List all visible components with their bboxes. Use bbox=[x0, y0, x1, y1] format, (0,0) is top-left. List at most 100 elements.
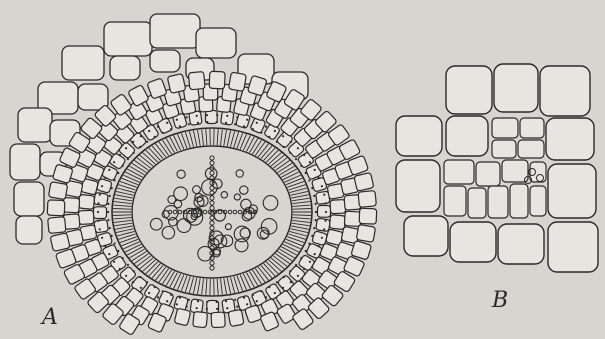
pericycle-dot bbox=[108, 253, 110, 255]
axial-cell bbox=[210, 221, 214, 225]
epidermis-cell bbox=[196, 28, 236, 58]
pericycle-dot bbox=[140, 135, 142, 137]
striation-line bbox=[125, 244, 141, 252]
striation-line bbox=[198, 278, 201, 294]
parenchyma-cell bbox=[548, 222, 598, 272]
xylem-vessel bbox=[177, 170, 185, 178]
cortex-cell bbox=[354, 173, 374, 192]
axial-cell bbox=[210, 156, 214, 160]
striation-line bbox=[293, 205, 311, 206]
pericycle-dot bbox=[97, 220, 99, 222]
pericycle-dot bbox=[113, 261, 115, 263]
striation-line bbox=[250, 138, 258, 152]
panel-b-cell-detail: B bbox=[396, 64, 598, 313]
pericycle-dot bbox=[97, 211, 99, 213]
pericycle-dot bbox=[104, 245, 106, 247]
pericycle-dot bbox=[170, 294, 172, 296]
pericycle-dot bbox=[146, 141, 148, 143]
pericycle-dot bbox=[321, 237, 323, 239]
pericycle-dot bbox=[295, 264, 297, 266]
pericycle-dot bbox=[234, 123, 236, 125]
pericycle-dot bbox=[324, 202, 326, 204]
small-cell bbox=[510, 184, 528, 218]
pericycle-dot bbox=[197, 122, 199, 124]
pericycle-dot bbox=[206, 114, 208, 116]
pericycle-dot bbox=[114, 179, 116, 181]
striation-line bbox=[193, 131, 196, 147]
striation-line bbox=[293, 218, 311, 219]
pericycle-dot bbox=[314, 253, 316, 255]
pericycle-dot bbox=[154, 286, 156, 288]
pericycle-dot bbox=[256, 300, 258, 302]
parenchyma-cell bbox=[546, 118, 594, 160]
axial-cell bbox=[210, 266, 214, 270]
axial-cell bbox=[210, 206, 214, 210]
striation-line bbox=[285, 175, 301, 182]
pericycle-dot bbox=[119, 268, 121, 270]
pericycle-dot bbox=[107, 203, 109, 205]
striation-line bbox=[123, 242, 139, 249]
cortex-cell bbox=[356, 224, 375, 242]
pericycle-dot bbox=[268, 286, 270, 288]
pericycle-dot bbox=[166, 300, 168, 302]
epidermis-cell bbox=[150, 50, 180, 72]
xylem-vessel bbox=[177, 219, 191, 233]
pericycle-dot bbox=[125, 147, 127, 149]
pericycle-dot bbox=[125, 275, 127, 277]
pericycle-dot bbox=[300, 165, 302, 167]
parenchyma-cell bbox=[396, 116, 442, 156]
cortex-cell bbox=[344, 211, 361, 226]
pericycle-dot bbox=[282, 135, 284, 137]
striation-line bbox=[114, 220, 132, 222]
striation-line bbox=[243, 136, 250, 151]
xylem-vessel bbox=[225, 224, 231, 230]
pericycle-dot bbox=[113, 161, 115, 163]
parenchyma-cell bbox=[450, 222, 496, 262]
striation-line bbox=[227, 131, 230, 147]
striation-line bbox=[293, 209, 311, 210]
striation-line bbox=[189, 131, 193, 147]
xylem-vessel bbox=[193, 186, 201, 194]
striation-line bbox=[286, 239, 302, 246]
small-cell bbox=[444, 186, 466, 216]
pericycle-dot bbox=[246, 303, 248, 305]
striation-line bbox=[159, 269, 169, 283]
striation-line bbox=[156, 144, 166, 157]
striation-line bbox=[281, 247, 296, 255]
striation-line bbox=[283, 244, 299, 252]
striation-line bbox=[113, 205, 131, 206]
pericycle-dot bbox=[289, 152, 291, 154]
pericycle-dot bbox=[309, 261, 311, 263]
axial-cell bbox=[210, 216, 214, 220]
pericycle-dot bbox=[246, 119, 248, 121]
pericycle-dot bbox=[162, 290, 164, 292]
cortex-cell bbox=[47, 200, 65, 216]
pericycle-dot bbox=[117, 172, 119, 174]
xylem-vessel bbox=[150, 218, 162, 230]
pericycle-dot bbox=[290, 281, 292, 283]
axial-cell bbox=[238, 210, 242, 214]
pericycle-dot bbox=[309, 161, 311, 163]
striation-line bbox=[253, 270, 262, 284]
xylem-vessel bbox=[234, 194, 240, 200]
striation-line bbox=[156, 267, 166, 280]
epidermis-cell bbox=[104, 22, 152, 56]
cortex-cell bbox=[188, 72, 205, 90]
pericycle-dot bbox=[133, 152, 135, 154]
panel-label-b: B bbox=[491, 288, 508, 313]
pericycle-dot bbox=[166, 122, 168, 124]
pericycle-dot bbox=[303, 154, 305, 156]
pericycle-dot bbox=[186, 116, 188, 118]
striation-line bbox=[280, 166, 295, 175]
xylem-vessel bbox=[174, 187, 188, 201]
pericycle-dot bbox=[311, 187, 313, 189]
axial-cell bbox=[210, 186, 214, 190]
pericycle-dot bbox=[243, 125, 245, 127]
striation-line bbox=[170, 137, 178, 152]
xylem-vessel bbox=[221, 192, 227, 198]
pericycle-dot bbox=[133, 270, 135, 272]
pericycle-dot bbox=[188, 123, 190, 125]
pericycle-dot bbox=[176, 303, 178, 305]
pericycle-dot bbox=[315, 203, 317, 205]
pericycle-dot bbox=[197, 300, 199, 302]
